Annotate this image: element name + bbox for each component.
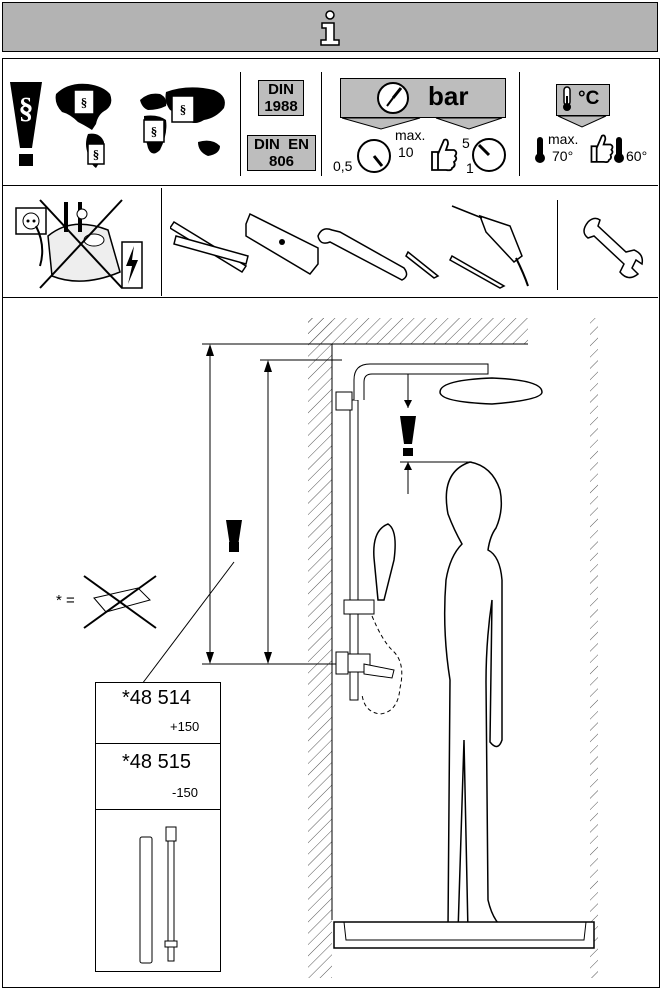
thumbs-up-icon [590, 134, 614, 163]
pressure-rec-low: 1 [466, 160, 474, 176]
column-divider [321, 72, 322, 176]
pressure-arrows [341, 117, 503, 130]
din-en-label: DIN EN [253, 136, 309, 153]
world-map-regulations-icon: § § § § [55, 83, 225, 168]
asterisk-legend: * = [56, 592, 75, 609]
column-divider [557, 200, 558, 290]
variant-delta-2: -150 [172, 785, 199, 800]
temperature-max-word: max. [548, 131, 579, 147]
paragraph-warning-icon: § [10, 82, 42, 166]
temperature-unit: °C [578, 88, 600, 109]
spanner-icon [583, 217, 644, 279]
din-year: 1988 [264, 98, 298, 115]
no-electricity-icon [15, 199, 143, 289]
column-divider [240, 72, 241, 176]
din-en-badge: DIN EN 806 [247, 135, 316, 171]
svg-text:§: § [151, 124, 158, 139]
din-badge: DIN 1988 [258, 80, 304, 116]
temperature-arrow [557, 115, 607, 128]
pressure-gauge-icon [357, 139, 391, 173]
thermometer-icon [614, 137, 624, 163]
variant-divider [96, 809, 220, 810]
thermometer-icon [535, 137, 545, 163]
svg-text:§: § [180, 102, 187, 117]
pressure-unit: bar [428, 81, 469, 111]
variant-delta-1: +150 [170, 719, 200, 734]
thermometer-icon [563, 86, 571, 111]
thumbs-up-icon [431, 138, 458, 172]
header-bar [2, 2, 658, 52]
pressure-gauge-icon [472, 138, 506, 172]
info-icon [320, 10, 340, 46]
pipe-parts-icon [139, 826, 178, 964]
pressure-min-label: 0,5 [333, 158, 353, 174]
variant-code-1: *48 514 [122, 687, 191, 709]
svg-text:§: § [81, 95, 88, 110]
installation-diagram [83, 318, 598, 978]
temperature-max-value: 70° [552, 148, 574, 164]
temperature-rec-value: 60° [626, 148, 648, 164]
variant-code-2: *48 515 [122, 751, 191, 773]
pressure-rec-high: 5 [462, 135, 470, 151]
column-divider [161, 188, 162, 296]
pressure-gauge-icon [377, 82, 409, 114]
row-divider [2, 297, 658, 298]
row-divider [2, 185, 658, 186]
din-en-number: 806 [268, 153, 295, 170]
pressure-max-value: 10 [398, 144, 414, 160]
column-divider [519, 72, 520, 176]
svg-text:§: § [93, 147, 100, 162]
tools-icon [170, 205, 529, 289]
pressure-box [340, 78, 506, 118]
variant-box: *48 514 +150 *48 515 -150 [95, 682, 221, 972]
din-label: DIN [268, 81, 294, 98]
variant-divider [96, 743, 220, 744]
pressure-max-word: max. [395, 127, 426, 143]
svg-text:§: § [19, 92, 34, 125]
